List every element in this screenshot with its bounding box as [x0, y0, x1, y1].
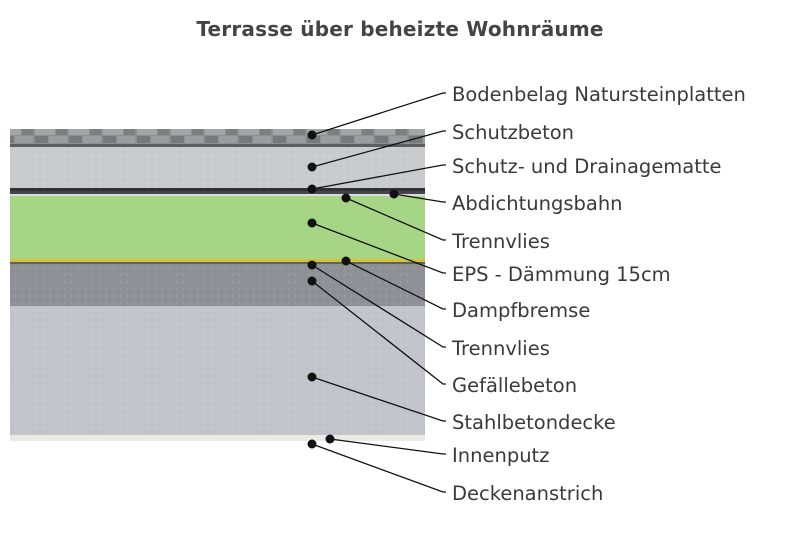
- leader-line-12: [311, 443, 446, 493]
- leader-line-2: [311, 130, 446, 168]
- label-separating-fleece-bottom: Trennvlies: [451, 337, 550, 360]
- layer-drainage-mat: [10, 188, 425, 191]
- label-ceiling-paint: Deckenanstrich: [452, 482, 603, 505]
- leader-line-3: [311, 164, 446, 190]
- leader-line-4: [393, 193, 446, 203]
- anchor-dot-11: [325, 434, 335, 444]
- label-separating-fleece-top: Trennvlies: [451, 230, 550, 253]
- page-title: Terrasse über beheizte Wohnräume: [196, 17, 604, 41]
- layer-separating-fleece-top: [10, 194, 425, 196]
- label-vapor-barrier: Dampfbremse: [452, 299, 590, 322]
- anchor-dot-7: [341, 256, 351, 266]
- label-eps-insulation: EPS - Dämmung 15cm: [452, 263, 671, 286]
- anchor-dot-5: [341, 193, 351, 203]
- layer-stack: [10, 129, 425, 441]
- leader-line-8: [311, 264, 446, 348]
- layer-eps-insulation: [10, 196, 425, 259]
- layer-natural-stone: [10, 129, 425, 144]
- leader-line-5: [345, 197, 446, 241]
- label-interior-plaster: Innenputz: [452, 444, 549, 467]
- label-waterproofing: Abdichtungsbahn: [452, 192, 623, 215]
- anchor-dot-1: [307, 130, 317, 140]
- anchor-dot-9: [307, 276, 317, 286]
- anchor-dots: [307, 130, 399, 449]
- anchor-dot-10: [307, 372, 317, 382]
- layer-labels: Bodenbelag Natursteinplatten Schutzbeton…: [451, 83, 746, 505]
- layer-separating-fleece-bottom: [10, 262, 425, 264]
- layer-interior-plaster: [10, 435, 425, 441]
- leader-line-1: [311, 92, 446, 136]
- label-concrete-slab: Stahlbetondecke: [452, 411, 616, 434]
- leader-line-10: [311, 376, 446, 422]
- label-protective-concrete: Schutzbeton: [452, 121, 574, 144]
- layer-sloped-concrete-texture: [10, 264, 425, 306]
- label-drainage-mat: Schutz- und Drainagematte: [452, 155, 722, 178]
- anchor-dot-2: [307, 162, 317, 172]
- leader-line-6: [311, 222, 446, 274]
- leader-line-11: [329, 438, 446, 455]
- anchor-dot-6: [307, 218, 317, 228]
- anchor-dot-3: [307, 184, 317, 194]
- layer-stone-edge: [10, 144, 425, 147]
- anchor-dot-8: [307, 260, 317, 270]
- layer-concrete-slab-texture: [10, 306, 425, 435]
- leader-line-9: [311, 280, 446, 385]
- leader-lines: [311, 92, 446, 493]
- anchor-dot-4: [389, 189, 399, 199]
- label-natural-stone: Bodenbelag Natursteinplatten: [452, 83, 746, 106]
- label-sloped-concrete: Gefällebeton: [452, 374, 577, 397]
- anchor-dot-12: [307, 439, 317, 449]
- leader-line-7: [345, 260, 446, 310]
- layer-waterproofing: [10, 191, 425, 194]
- layer-vapor-barrier: [10, 259, 425, 262]
